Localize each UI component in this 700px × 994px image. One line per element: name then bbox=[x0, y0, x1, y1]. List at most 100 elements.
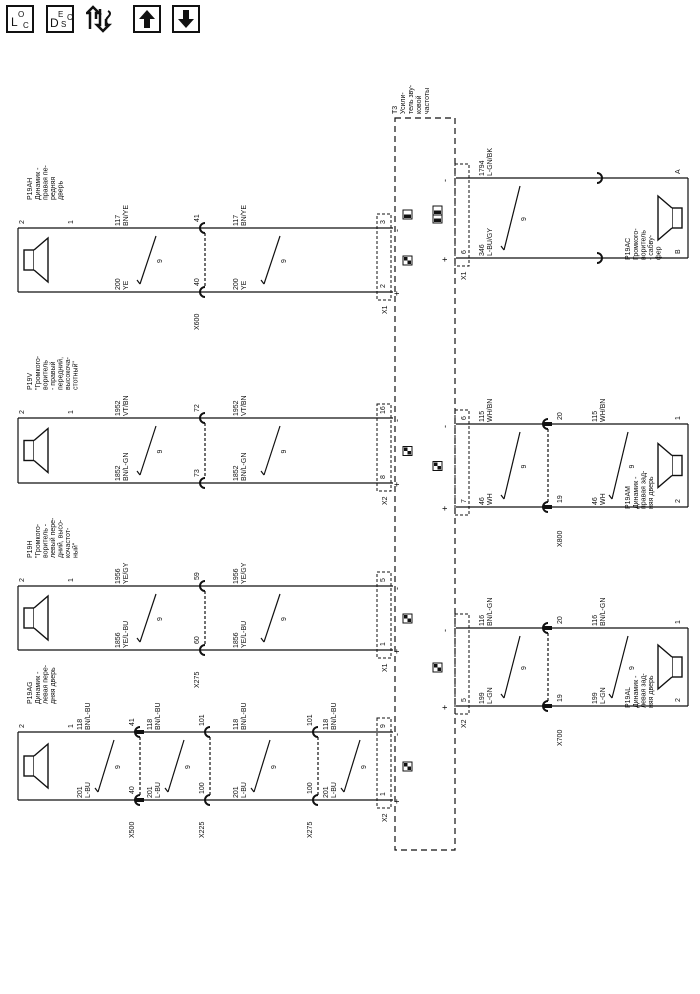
left-group-1-speaker-desc: "Громкого- bbox=[35, 355, 42, 390]
left-group-3-inline-0-plug-bottom bbox=[134, 794, 141, 806]
desc-letter-e: E bbox=[58, 10, 64, 19]
left-group-0-speaker-desc: дверь bbox=[58, 180, 65, 200]
wire-w200-circuit-label: 200 bbox=[115, 278, 122, 290]
page-up-button[interactable] bbox=[133, 5, 161, 33]
amplifier-name-line: ковой bbox=[415, 95, 423, 114]
left-group-2-speaker-desc: кочастот- bbox=[65, 527, 72, 558]
twist-marker bbox=[139, 593, 157, 643]
wire-w118-color-label: BN/L-BU bbox=[241, 702, 248, 730]
left-group-3-inline-2-plug-top bbox=[312, 726, 319, 738]
left-group-0-channel-icon bbox=[402, 255, 413, 266]
right-group-1-speaker-symbol-magnet bbox=[671, 454, 683, 477]
wire-w117-color-label: BN/YE bbox=[123, 205, 130, 226]
twist-marker-hook bbox=[500, 245, 505, 251]
right-group-0-speaker-pin-b: B bbox=[675, 249, 682, 254]
wire-w1952-color-label: VT/BN bbox=[241, 395, 248, 416]
wire-w1956-circuit-label: 1956 bbox=[233, 568, 240, 584]
left-group-0-speaker-symbol-cone bbox=[33, 236, 49, 284]
right-group-0-speaker-desc: воритель bbox=[641, 230, 648, 260]
wire-w1856-circuit-label: 1856 bbox=[115, 632, 122, 648]
left-group-2-channel-icon-q2 bbox=[407, 618, 411, 622]
toolbar: L O C D E S C bbox=[0, 0, 700, 42]
wire-w201-color-label: L-BU bbox=[155, 782, 162, 798]
right-group-2-inline-pin-top: 20 bbox=[557, 616, 564, 624]
left-group-2-polarity-plus: + bbox=[392, 649, 402, 654]
left-group-0-speaker-symbol-magnet bbox=[23, 249, 35, 271]
wire-w1956-color-label: YE/GY bbox=[241, 562, 248, 584]
right-group-0-speaker-symbol bbox=[657, 194, 683, 242]
left-group-2-speaker-pin-b: 1 bbox=[68, 578, 75, 582]
left-group-2-polarity-minus: - bbox=[392, 587, 402, 590]
left-group-1-connector-label: X2 bbox=[382, 496, 389, 505]
page-down-icon bbox=[178, 10, 194, 28]
right-group-2-inline-connector-label: X700 bbox=[557, 730, 564, 746]
left-group-3-splice-dot-2 bbox=[136, 798, 144, 802]
left-group-0-speaker-pin-b: 1 bbox=[68, 220, 75, 224]
left-group-3-inline-1-pin-bottom: 100 bbox=[199, 782, 206, 794]
wire-w118-color-label: BN/L-BU bbox=[331, 702, 338, 730]
wire-w115-circuit-label: 115 bbox=[592, 411, 599, 422]
left-group-1-speaker-pin-b: 1 bbox=[68, 410, 75, 414]
twist-marker-hook bbox=[260, 470, 265, 476]
left-group-3-inline-1-connector-label: X225 bbox=[199, 822, 206, 838]
twist-marker-hook bbox=[340, 787, 345, 793]
right-group-2-inline-plug-bottom bbox=[542, 700, 549, 712]
right-group-2-speaker-symbol bbox=[657, 643, 683, 691]
wire-w1856-color-label: YE/L-BU bbox=[123, 621, 130, 648]
wire-w1852-circuit-label: 1852 bbox=[233, 465, 240, 481]
left-group-2-speaker-desc: дний, высо- bbox=[57, 519, 65, 558]
twist-marker-hook bbox=[260, 279, 265, 285]
desc-letter-c: C bbox=[67, 13, 73, 22]
right-group-1-channel-icon-q2 bbox=[437, 466, 441, 470]
right-group-0-speaker-symbol-magnet bbox=[671, 207, 683, 229]
twist-label: 9 bbox=[521, 666, 528, 670]
wire-w118-circuit-label: 118 bbox=[147, 719, 154, 730]
right-group-2-channel-icon bbox=[432, 662, 443, 673]
wire-w199-color-label: L-GN bbox=[600, 687, 607, 704]
right-group-1-polarity-plus: + bbox=[440, 506, 450, 511]
left-group-3-connector-box bbox=[376, 717, 392, 809]
left-group-2-inline-connector-label: X275 bbox=[194, 672, 201, 688]
right-group-1-inline-pin-top: 20 bbox=[557, 412, 564, 420]
wire-w46-circuit-label: 46 bbox=[592, 497, 599, 505]
twist-label: 9 bbox=[271, 765, 278, 769]
right-group-1-inline-pin-bottom: 19 bbox=[557, 495, 564, 503]
right-group-0-connector-label: X1 bbox=[461, 271, 468, 280]
left-group-3-channel-icon-q1 bbox=[404, 763, 408, 767]
wire-w1956-color-label: YE/GY bbox=[123, 562, 130, 584]
wire-w116-color-label: BN/L-GN bbox=[487, 598, 494, 626]
signal-flow-button[interactable] bbox=[83, 5, 114, 33]
right-group-2-polarity-minus: - bbox=[440, 629, 450, 632]
left-group-3-inline-2-pin-top: 101 bbox=[307, 714, 314, 726]
left-group-0-channel-icon-2 bbox=[402, 209, 413, 220]
left-group-1-speaker-desc: стотный" bbox=[72, 361, 80, 390]
wire-w346-circuit-label: 346 bbox=[479, 244, 486, 256]
page-down-button[interactable] bbox=[172, 5, 200, 33]
right-group-1-speaker-pin-b: 2 bbox=[675, 499, 682, 503]
twist-marker-hook bbox=[94, 787, 99, 793]
left-group-3-inline-1-pin-top: 101 bbox=[199, 714, 206, 726]
wire-w117-circuit-label: 117 bbox=[115, 215, 122, 226]
wire-w115-color-label: WH/BN bbox=[487, 399, 494, 422]
left-group-1-speaker-pin-a: 2 bbox=[19, 410, 26, 414]
left-group-1-speaker-desc: - правый bbox=[49, 361, 57, 390]
left-group-2-speaker-ref: P19H bbox=[27, 540, 34, 558]
twist-label: 9 bbox=[157, 450, 164, 454]
twist-label: 9 bbox=[281, 450, 288, 454]
wire-w199-circuit-label: 199 bbox=[479, 692, 486, 704]
description-button[interactable]: D E S C bbox=[46, 5, 74, 33]
left-group-1-amp-pin-top: 16 bbox=[380, 406, 387, 414]
left-group-2-inline-plug-bottom bbox=[199, 644, 206, 656]
left-group-2-speaker-symbol-cone bbox=[33, 594, 49, 642]
left-group-3-inline-0-pin-bottom: 40 bbox=[129, 786, 136, 794]
right-group-1-inline-dot-bottom bbox=[544, 505, 552, 509]
right-group-0-speaker-desc: фер bbox=[656, 246, 663, 260]
location-button[interactable]: L O C bbox=[6, 5, 34, 33]
left-group-0-speaker-pin-a: 2 bbox=[19, 220, 26, 224]
left-group-3-polarity-plus: + bbox=[392, 799, 402, 804]
twist-marker bbox=[263, 593, 281, 643]
left-group-1-speaker-desc: передний, bbox=[57, 357, 65, 390]
right-group-2-speaker-symbol-cone bbox=[657, 643, 673, 691]
right-group-1-inline-plug-bottom bbox=[542, 501, 549, 513]
wire-w1856-color-label: YE/L-BU bbox=[241, 621, 248, 648]
